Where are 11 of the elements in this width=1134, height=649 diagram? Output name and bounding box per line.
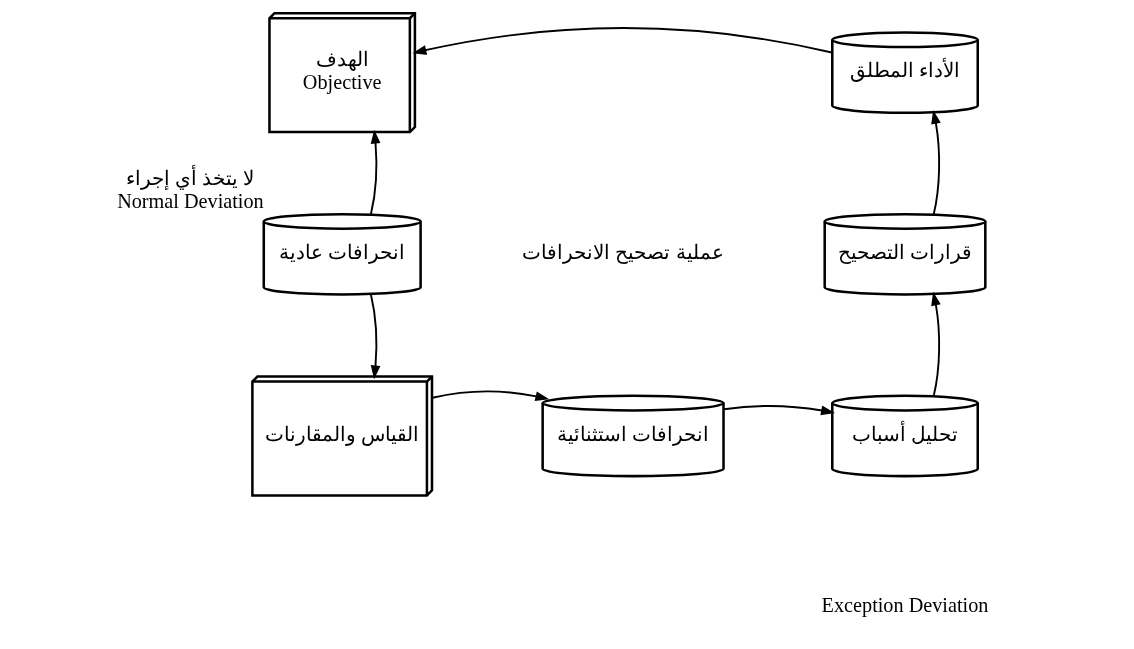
arrow <box>412 27 833 55</box>
label: Exception Deviation <box>821 593 989 616</box>
arrow <box>369 293 381 380</box>
arrow <box>931 109 941 216</box>
arrow <box>931 291 941 397</box>
arrow <box>431 390 550 401</box>
arrow <box>370 129 381 215</box>
node-label: لا يتخذ أي إجراء <box>126 166 255 189</box>
label: عملية تصحيح الانحرافات <box>522 241 724 264</box>
arrow <box>722 405 835 416</box>
node-label: Normal Deviation <box>117 189 264 212</box>
